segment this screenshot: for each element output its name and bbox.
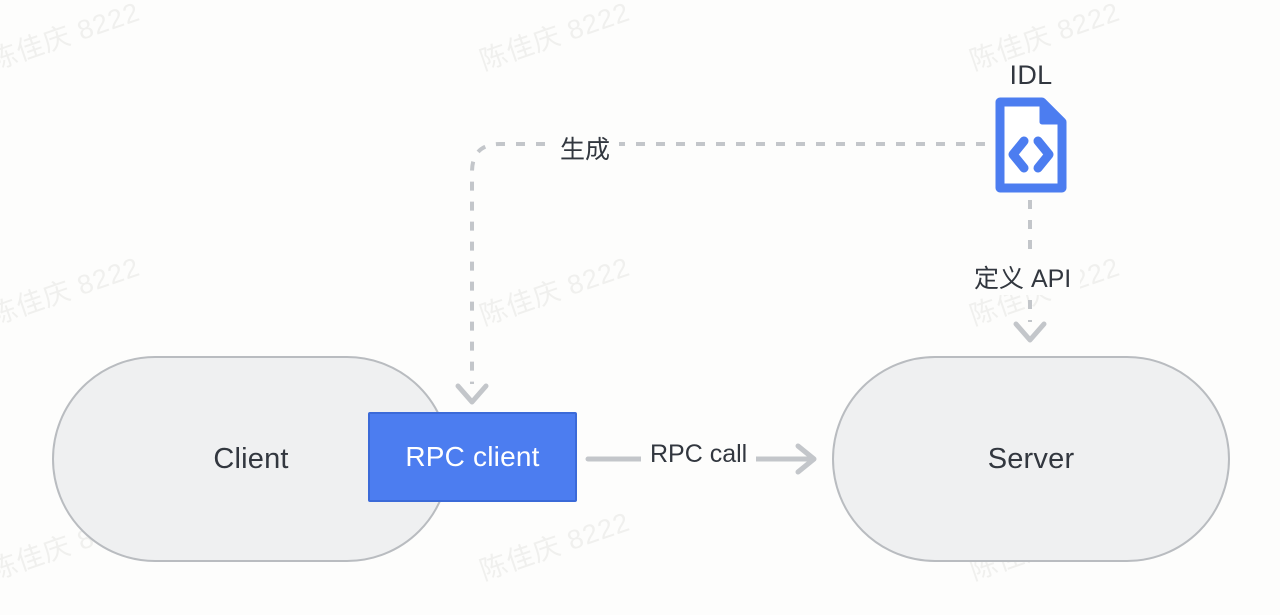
edge-label-rpc-call: RPC call <box>641 440 757 469</box>
arrowhead-right-icon <box>795 443 817 475</box>
node-server[interactable]: Server <box>832 356 1230 562</box>
edge-label-generate: 生成 <box>551 130 620 166</box>
node-idl-label: IDL <box>1009 59 1053 90</box>
node-rpc-client[interactable]: RPC client <box>368 412 577 502</box>
edge-label-define-api: 定义 API <box>965 259 1081 295</box>
arrowhead-down-icon <box>455 383 489 405</box>
code-file-icon <box>995 97 1067 192</box>
arrowhead-down-icon <box>1013 321 1047 343</box>
node-rpc-client-label: RPC client <box>405 441 540 472</box>
edge-idl-to-rpc-client <box>455 142 985 405</box>
node-client-label: Client <box>213 442 289 475</box>
node-idl[interactable]: IDL <box>961 56 1101 196</box>
node-server-label: Server <box>987 442 1075 475</box>
